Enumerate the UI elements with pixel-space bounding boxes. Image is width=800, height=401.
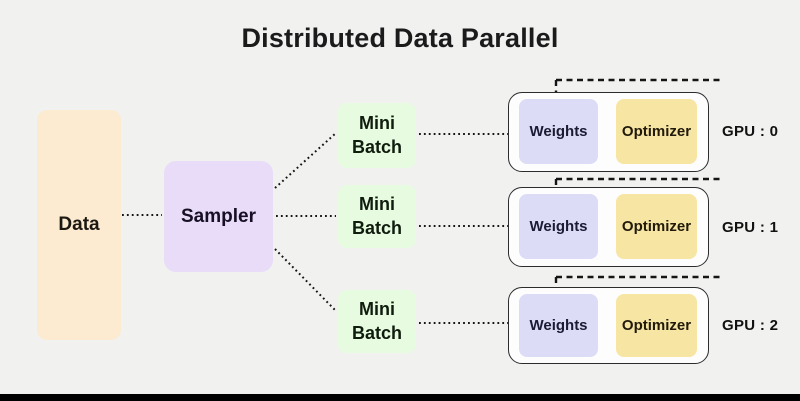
mini-batch-label-2: Mini Batch bbox=[351, 194, 402, 238]
gpu-container-2: Weights Optimizer bbox=[508, 287, 709, 364]
connector-sampler-minibatch-1 bbox=[274, 132, 337, 189]
sampler-node-label: Sampler bbox=[181, 205, 256, 227]
mini-batch-label-3: Mini Batch bbox=[351, 299, 402, 343]
weights-label-gpu1: Weights bbox=[529, 218, 588, 235]
optimizer-box-gpu2: Optimizer bbox=[616, 294, 697, 357]
weights-box-gpu2: Weights bbox=[519, 294, 598, 357]
optimizer-label-gpu1: Optimizer bbox=[621, 218, 692, 235]
gpu-label-0: GPU : 0 bbox=[722, 123, 779, 140]
gpu-container-1: Weights Optimizer bbox=[508, 187, 709, 267]
weights-label-gpu2: Weights bbox=[529, 317, 588, 334]
optimizer-box-gpu0: Optimizer bbox=[616, 99, 697, 164]
optimizer-box-gpu1: Optimizer bbox=[616, 194, 697, 259]
mini-batch-node-3: Mini Batch bbox=[338, 290, 416, 353]
gpu-label-1: GPU : 1 bbox=[722, 219, 779, 236]
weights-box-gpu1: Weights bbox=[519, 194, 598, 259]
mini-batch-label-1: Mini Batch bbox=[351, 113, 402, 157]
data-node: Data bbox=[37, 110, 121, 340]
data-node-label: Data bbox=[58, 214, 100, 235]
gpu-label-2: GPU : 2 bbox=[722, 317, 779, 334]
connector-sampler-minibatch-3 bbox=[274, 248, 337, 312]
optimizer-label-gpu0: Optimizer bbox=[621, 123, 692, 140]
gpu-container-0: Weights Optimizer bbox=[508, 92, 709, 172]
weights-box-gpu0: Weights bbox=[519, 99, 598, 164]
diagram-title: Distributed Data Parallel bbox=[241, 23, 559, 53]
weights-label-gpu0: Weights bbox=[529, 123, 588, 140]
mini-batch-node-1: Mini Batch bbox=[338, 103, 416, 168]
frame-bottom-bar bbox=[0, 394, 800, 401]
optimizer-label-gpu2: Optimizer bbox=[621, 317, 692, 334]
mini-batch-node-2: Mini Batch bbox=[338, 185, 416, 248]
sampler-node: Sampler bbox=[164, 161, 273, 272]
